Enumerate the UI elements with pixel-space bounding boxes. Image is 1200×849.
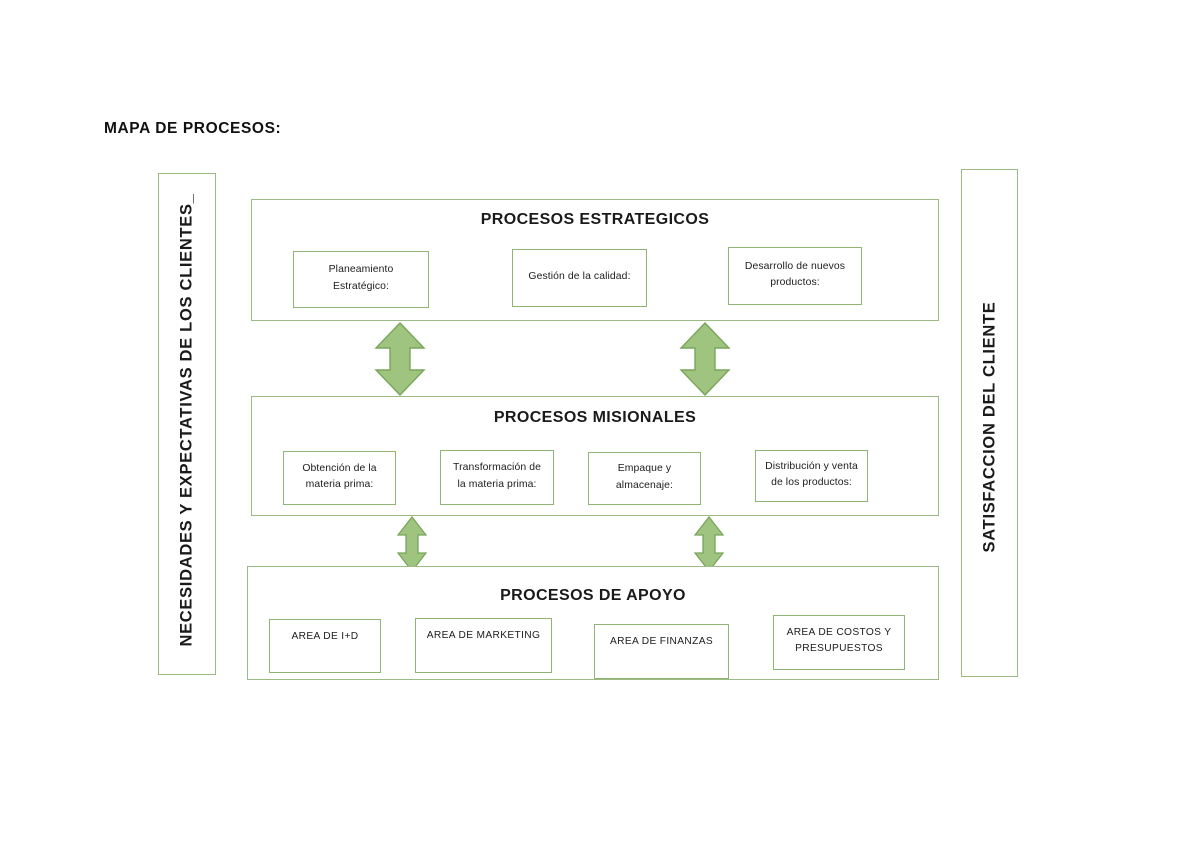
process-box-area-costos-presupuestos[interactable]: AREA DE COSTOS Y PRESUPUESTOS xyxy=(773,615,905,670)
process-box-label: Distribución y venta de los productos: xyxy=(765,460,858,488)
process-box-transformacion-materia-prima[interactable]: Transformación de la materia prima: xyxy=(440,450,554,505)
process-box-area-marketing[interactable]: AREA DE MARKETING xyxy=(415,618,552,673)
process-box-label: Gestión de la calidad: xyxy=(528,270,631,282)
process-box-label: AREA DE FINANZAS xyxy=(610,636,713,647)
double-arrow-icon-strategic-missional-left xyxy=(374,321,426,397)
process-box-label: AREA DE COSTOS Y PRESUPUESTOS xyxy=(786,627,892,654)
process-box-gestion-calidad[interactable]: Gestión de la calidad: xyxy=(512,249,647,307)
double-arrow-icon-missional-support-right xyxy=(694,516,724,572)
left-customer-needs-bar: NECESIDADES Y EXPECTATIVAS DE LOS CLIENT… xyxy=(158,173,216,675)
right-bar-label: SATISFACCION DEL CLIENTE xyxy=(980,301,998,553)
band-missional-title: PROCESOS MISIONALES xyxy=(493,409,697,426)
process-box-distribucion-venta[interactable]: Distribución y venta de los productos: xyxy=(755,450,868,502)
band-strategic-title: PROCESOS ESTRATEGICOS xyxy=(480,211,710,228)
process-box-label: AREA DE I+D xyxy=(291,631,359,642)
band-support-title: PROCESOS DE APOYO xyxy=(500,587,686,604)
process-box-label: Obtención de la materia prima: xyxy=(302,462,377,490)
process-box-area-id[interactable]: AREA DE I+D xyxy=(269,619,381,673)
process-box-label: Desarrollo de nuevos productos: xyxy=(744,260,846,288)
process-box-empaque-almacenaje[interactable]: Empaque y almacenaje: xyxy=(588,452,701,505)
right-customer-satisfaction-bar: SATISFACCION DEL CLIENTE xyxy=(961,169,1018,677)
process-box-label: AREA DE MARKETING xyxy=(426,630,541,641)
double-arrow-icon-missional-support-left xyxy=(397,516,427,572)
process-box-label: Transformación de la materia prima: xyxy=(453,462,541,490)
process-box-planeamiento-estrategico[interactable]: Planeamiento Estratégico: xyxy=(293,251,429,308)
process-box-label: Planeamiento Estratégico: xyxy=(328,264,394,292)
process-box-area-finanzas[interactable]: AREA DE FINANZAS xyxy=(594,624,729,679)
process-box-desarrollo-nuevos-productos[interactable]: Desarrollo de nuevos productos: xyxy=(728,247,862,305)
process-box-label: Empaque y almacenaje: xyxy=(615,463,674,491)
double-arrow-icon-strategic-missional-right xyxy=(679,321,731,397)
process-box-obtencion-materia-prima[interactable]: Obtención de la materia prima: xyxy=(283,451,396,505)
left-bar-label: NECESIDADES Y EXPECTATIVAS DE LOS CLIENT… xyxy=(177,193,196,647)
page-title: MAPA DE PROCESOS: xyxy=(104,120,282,137)
